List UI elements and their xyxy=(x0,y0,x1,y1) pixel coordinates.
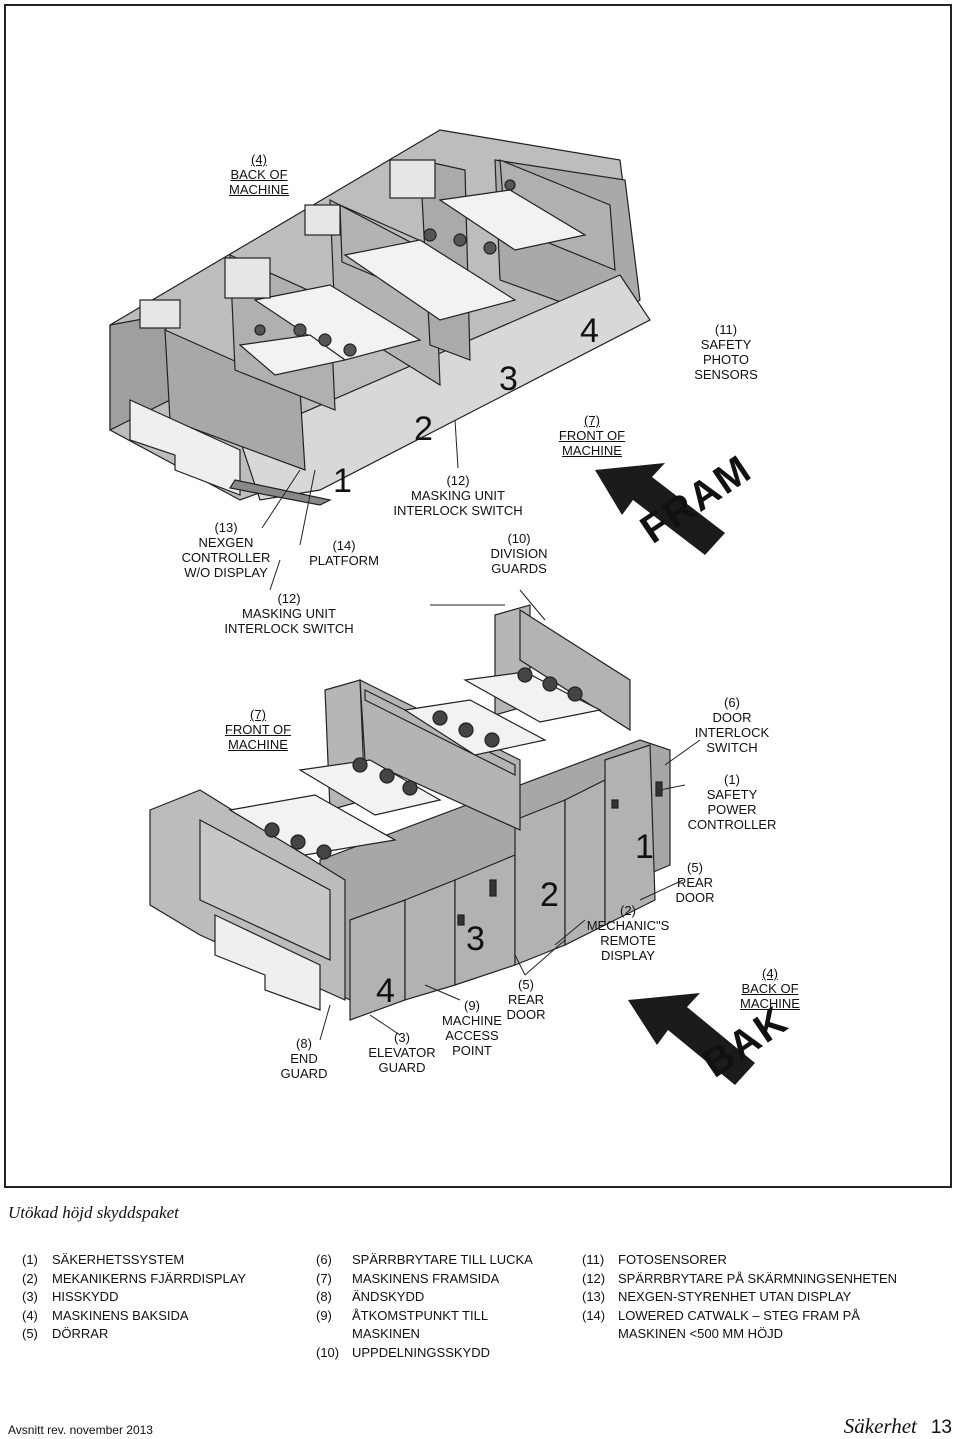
legend-item: (11)FOTOSENSORER xyxy=(582,1252,727,1267)
legend-item: (8)ÄNDSKYDD xyxy=(316,1289,425,1304)
footer-page-info: Säkerhet 13 xyxy=(844,1414,952,1439)
bottom-leader-lines xyxy=(319,739,701,1041)
top-section-number-2: 2 xyxy=(414,410,433,448)
callout-nexgen-controller: (13) NEXGEN CONTROLLER W/O DISPLAY xyxy=(181,520,271,580)
legend-item: (10)UPPDELNINGSSKYDD xyxy=(316,1344,490,1360)
callout-machine-access-point: (9) MACHINE ACCESS POINT xyxy=(442,998,502,1058)
callout-safety-power-controller: (1) SAFETY POWER CONTROLLER xyxy=(687,772,777,832)
top-section-number-4: 4 xyxy=(580,312,599,350)
figure-caption: Utökad höjd skyddspaket xyxy=(8,1203,179,1222)
callout-safety-photo-sensors: (11) SAFETY PHOTO SENSORS xyxy=(694,322,758,382)
bottom-section-number-2: 2 xyxy=(540,876,559,914)
legend-item: (5)DÖRRAR xyxy=(22,1326,109,1341)
top-section-number-1: 1 xyxy=(333,462,352,500)
callout-end-guard: (8) END GUARD xyxy=(280,1036,328,1081)
bottom-section-number-4: 4 xyxy=(376,972,395,1010)
legend-item: (4)MASKINENS BAKSIDA xyxy=(22,1307,189,1323)
legend-item: (3)HISSKYDD xyxy=(22,1289,119,1304)
callout-back-of-machine-top: (4) BACK OF MACHINE xyxy=(229,152,289,197)
footer-page-number: 13 xyxy=(930,1417,952,1438)
legend-item: (2)MEKANIKERNS FJÄRRDISPLAY xyxy=(22,1270,247,1286)
callout-masking-unit-switch-a: (12) MASKING UNIT INTERLOCK SWITCH xyxy=(393,473,523,518)
bottom-machine-drawing xyxy=(149,604,671,1021)
callout-mechanics-remote-display: (2) MECHANIC"S REMOTE DISPLAY xyxy=(586,903,670,963)
callout-rear-door-b: (5) REAR DOOR xyxy=(506,977,546,1022)
legend-item: (1)SÄKERHETSSYSTEM xyxy=(22,1252,185,1267)
bottom-section-number-1: 1 xyxy=(635,828,654,866)
callout-masking-unit-switch-b: (12) MASKING UNIT INTERLOCK SWITCH xyxy=(224,591,354,636)
legend-item: (7)MASKINENS FRAMSIDA xyxy=(316,1270,500,1286)
top-section-number-3: 3 xyxy=(499,360,518,398)
legend-item: (9)ÅTKOMSTPUNKT TILL MASKINEN xyxy=(316,1307,489,1342)
callout-front-of-machine-top: (7) FRONT OF MACHINE xyxy=(558,413,626,458)
legend-column-1: (1)SÄKERHETSSYSTEM (2)MEKANIKERNS FJÄRRD… xyxy=(22,1251,292,1344)
legend-column-2: (6)SPÄRRBRYTARE TILL LUCKA (7)MASKINENS … xyxy=(316,1251,576,1362)
legend-item: (6)SPÄRRBRYTARE TILL LUCKA xyxy=(316,1252,533,1267)
bottom-section-number-3: 3 xyxy=(466,920,485,958)
legend-item: (12)SPÄRRBRYTARE PÅ SKÄRMNINGSENHETEN xyxy=(582,1270,898,1286)
legend-item: (14)LOWERED CATWALK – STEG FRAM PÅ MASKI… xyxy=(582,1307,860,1342)
callout-front-of-machine-bottom: (7) FRONT OF MACHINE xyxy=(224,707,292,752)
callout-door-interlock-switch: (6) DOOR INTERLOCK SWITCH xyxy=(694,695,770,755)
legend-item: (13)NEXGEN-STYRENHET UTAN DISPLAY xyxy=(582,1289,852,1304)
callout-platform: (14) PLATFORM xyxy=(309,538,379,568)
front-arrow-icon xyxy=(595,463,725,555)
machine-diagram xyxy=(109,129,755,1085)
callout-division-guards: (10) DIVISION GUARDS xyxy=(490,531,548,576)
back-arrow-icon xyxy=(628,993,755,1085)
callout-back-of-machine-bottom: (4) BACK OF MACHINE xyxy=(740,966,800,1011)
callout-elevator-guard: (3) ELEVATOR GUARD xyxy=(368,1030,436,1075)
callout-rear-door-a: (5) REAR DOOR xyxy=(675,860,715,905)
footer-section-title: Säkerhet xyxy=(843,1414,917,1438)
footer-revision: Avsnitt rev. november 2013 xyxy=(8,1423,153,1437)
legend-column-3: (11)FOTOSENSORER (12)SPÄRRBRYTARE PÅ SKÄ… xyxy=(582,1251,956,1344)
top-leader-lines xyxy=(261,419,546,621)
top-machine-drawing xyxy=(109,129,651,506)
